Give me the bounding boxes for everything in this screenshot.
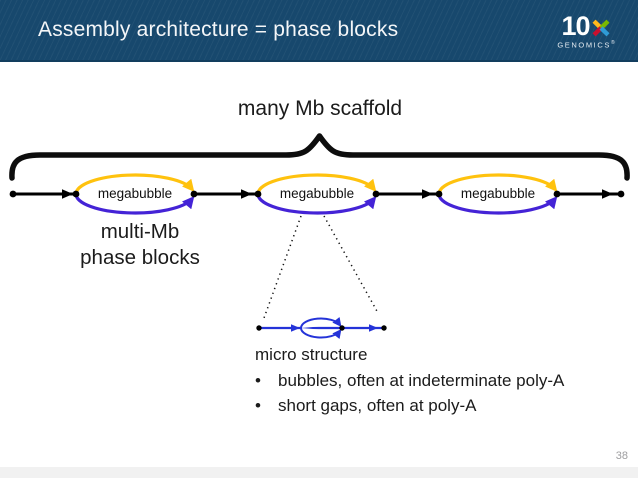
- junction-dot-4: [254, 190, 262, 198]
- bullet-icon: •: [255, 396, 261, 415]
- megabubble-1-bottom-arc: [74, 193, 195, 215]
- phase-blocks-label: multi-Mb phase blocks: [45, 219, 235, 271]
- logo-x-icon: [591, 19, 610, 37]
- micro-bubble-top-arc: [300, 317, 342, 329]
- scaffold-brace: [9, 133, 630, 181]
- page-title: Assembly architecture = phase blocks: [38, 18, 399, 41]
- junction-dot-5: [372, 190, 380, 198]
- micro-dot-mid: [339, 325, 345, 331]
- logo-x-arm-blue: [598, 26, 610, 37]
- micro-bubble-bottom-arc: [300, 327, 342, 339]
- bottom-strip: [0, 467, 638, 478]
- main-line-arrow-4-icon: [602, 189, 613, 199]
- micro-dot-end: [381, 325, 387, 331]
- logo-row: 10: [542, 11, 630, 41]
- micro-arrow-2-icon: [369, 324, 378, 332]
- megabubble-2-label: megabubble: [279, 186, 355, 201]
- logo-x-arm-red: [591, 26, 603, 37]
- megabubble-3-bottom-arc: [437, 193, 558, 215]
- micro-dot-start: [256, 325, 262, 331]
- zoom-callout-line-right: [323, 215, 379, 314]
- junction-dot-start: [9, 190, 17, 198]
- phase-blocks-label-line1: multi-Mb: [100, 220, 180, 243]
- main-line-arrow-3-icon: [422, 189, 433, 199]
- scaffold-label: many Mb scaffold: [237, 97, 403, 120]
- junction-dot-2: [72, 190, 80, 198]
- micro-arrow-1-icon: [291, 324, 300, 332]
- micro-bullet-1: • bubbles, often at indeterminate poly-A: [255, 368, 615, 394]
- megabubble-1-label: megabubble: [97, 186, 173, 201]
- phase-blocks-label-line2: phase blocks: [80, 246, 200, 269]
- megabubble-1-top-arc: [74, 173, 195, 195]
- megabubble-3-top-arc: [437, 173, 558, 195]
- header-bar: Assembly architecture = phase blocks 10 …: [0, 0, 638, 62]
- main-line-arrow-1-icon: [62, 189, 73, 199]
- micro-bullet-1-text: bubbles, often at indeterminate poly-A: [278, 370, 565, 390]
- logo-wordmark: GENOMICS®: [542, 40, 630, 50]
- junction-dot-end: [617, 190, 625, 198]
- junction-dot-7: [553, 190, 561, 198]
- logo-reg-mark: ®: [610, 40, 615, 46]
- micro-structure-text: micro structure • bubbles, often at inde…: [255, 342, 615, 419]
- megabubble-3-label: megabubble: [460, 186, 536, 201]
- logo-wordmark-text: GENOMICS: [557, 40, 611, 50]
- micro-bullet-2-text: short gaps, often at poly-A: [278, 396, 477, 415]
- junction-dot-6: [435, 190, 443, 198]
- junction-dot-3: [190, 190, 198, 198]
- tenx-genomics-logo: 10 GENOMICS®: [542, 11, 630, 50]
- megabubble-2-bottom-arc: [256, 193, 377, 215]
- main-line-arrow-2-icon: [241, 189, 252, 199]
- micro-bullet-2: • short gaps, often at poly-A: [255, 393, 615, 419]
- logo-number: 10: [561, 11, 590, 41]
- zoom-callout-line-left: [263, 215, 302, 319]
- micro-structure-title: micro structure: [255, 345, 368, 364]
- page-number: 38: [615, 450, 628, 462]
- megabubble-2-top-arc: [256, 173, 377, 195]
- bullet-icon: •: [255, 370, 261, 390]
